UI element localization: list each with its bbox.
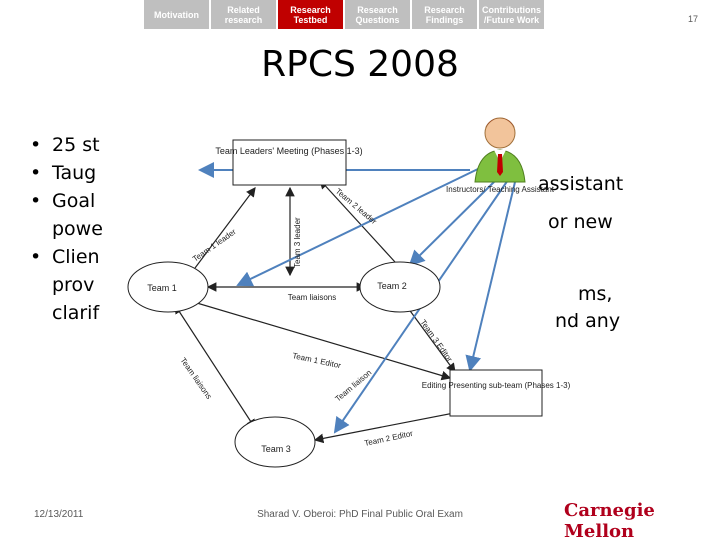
- edge-team1-team3: [174, 303, 256, 430]
- slide-title: RPCS 2008: [261, 44, 459, 85]
- node-team3: [234, 416, 316, 468]
- bullet-wrap: clarif: [52, 302, 100, 324]
- bullet-item: •Clien: [30, 246, 100, 268]
- node-team2: [359, 261, 441, 313]
- node-team1-label: Team 1: [147, 283, 177, 293]
- bullet-right-fragment: ms,: [578, 283, 612, 305]
- footer-presenter: Sharad V. Oberoi: PhD Final Public Oral …: [257, 509, 463, 520]
- instructor-person-icon: [474, 117, 526, 183]
- node-team2-label: Team 2: [377, 281, 407, 291]
- edge-label-team3-leader: Team 3 leader: [293, 217, 302, 268]
- nav-tab-contributions[interactable]: Contributions /Future Work: [479, 0, 544, 29]
- bullet-item: •Taug: [30, 162, 97, 184]
- edge-team2-leader: [319, 179, 396, 263]
- nav-tab-research-questions[interactable]: Research Questions: [345, 0, 410, 29]
- nav-tab-research-testbed[interactable]: Research Testbed: [278, 0, 343, 29]
- bullet-item: •Goal: [30, 190, 96, 212]
- edge-instructor-editing: [465, 181, 516, 372]
- node-team1: [127, 261, 209, 313]
- section-nav: Motivation Related research Research Tes…: [144, 0, 546, 29]
- node-instructors-label: Instructors/ Teaching Assistant: [446, 185, 555, 194]
- edge-instructor-team1: [236, 167, 481, 287]
- edge-team3-editor: [407, 307, 456, 373]
- edge-team1-leader: [194, 187, 256, 269]
- bullet-list: •25 st •Taug •Goal powe •Clien prov clar…: [30, 132, 670, 328]
- nav-tab-related-research[interactable]: Related research: [211, 0, 276, 29]
- bullet-right-fragment: or new: [548, 211, 613, 233]
- node-team3-label: Team 3: [261, 444, 291, 454]
- slide-number: 17: [688, 14, 699, 24]
- node-editing-subteam: [449, 369, 543, 417]
- node-leaders-meeting: [232, 139, 347, 186]
- nav-tab-motivation[interactable]: Motivation: [144, 0, 209, 29]
- footer-date: 12/13/2011: [34, 509, 84, 520]
- node-leaders-meeting-label: Team Leaders' Meeting (Phases 1-3): [215, 146, 362, 156]
- node-team-liaisons-label: Team liaisons: [288, 293, 336, 302]
- bullet-wrap: prov: [52, 274, 95, 296]
- node-editing-label: Editing Presenting sub-team (Phases 1-3): [422, 381, 571, 390]
- nav-tab-research-findings[interactable]: Research Findings: [412, 0, 477, 29]
- bullet-right-fragment: assistant: [538, 173, 623, 195]
- bullet-item: •25 st: [30, 134, 100, 156]
- carnegie-mellon-logo: Carnegie Mellon: [564, 500, 655, 542]
- bullet-wrap: powe: [52, 218, 103, 240]
- edge-team1-editor: [179, 297, 452, 381]
- bullet-right-fragment: nd any: [555, 310, 620, 332]
- edge-instructor-team2: [408, 177, 499, 267]
